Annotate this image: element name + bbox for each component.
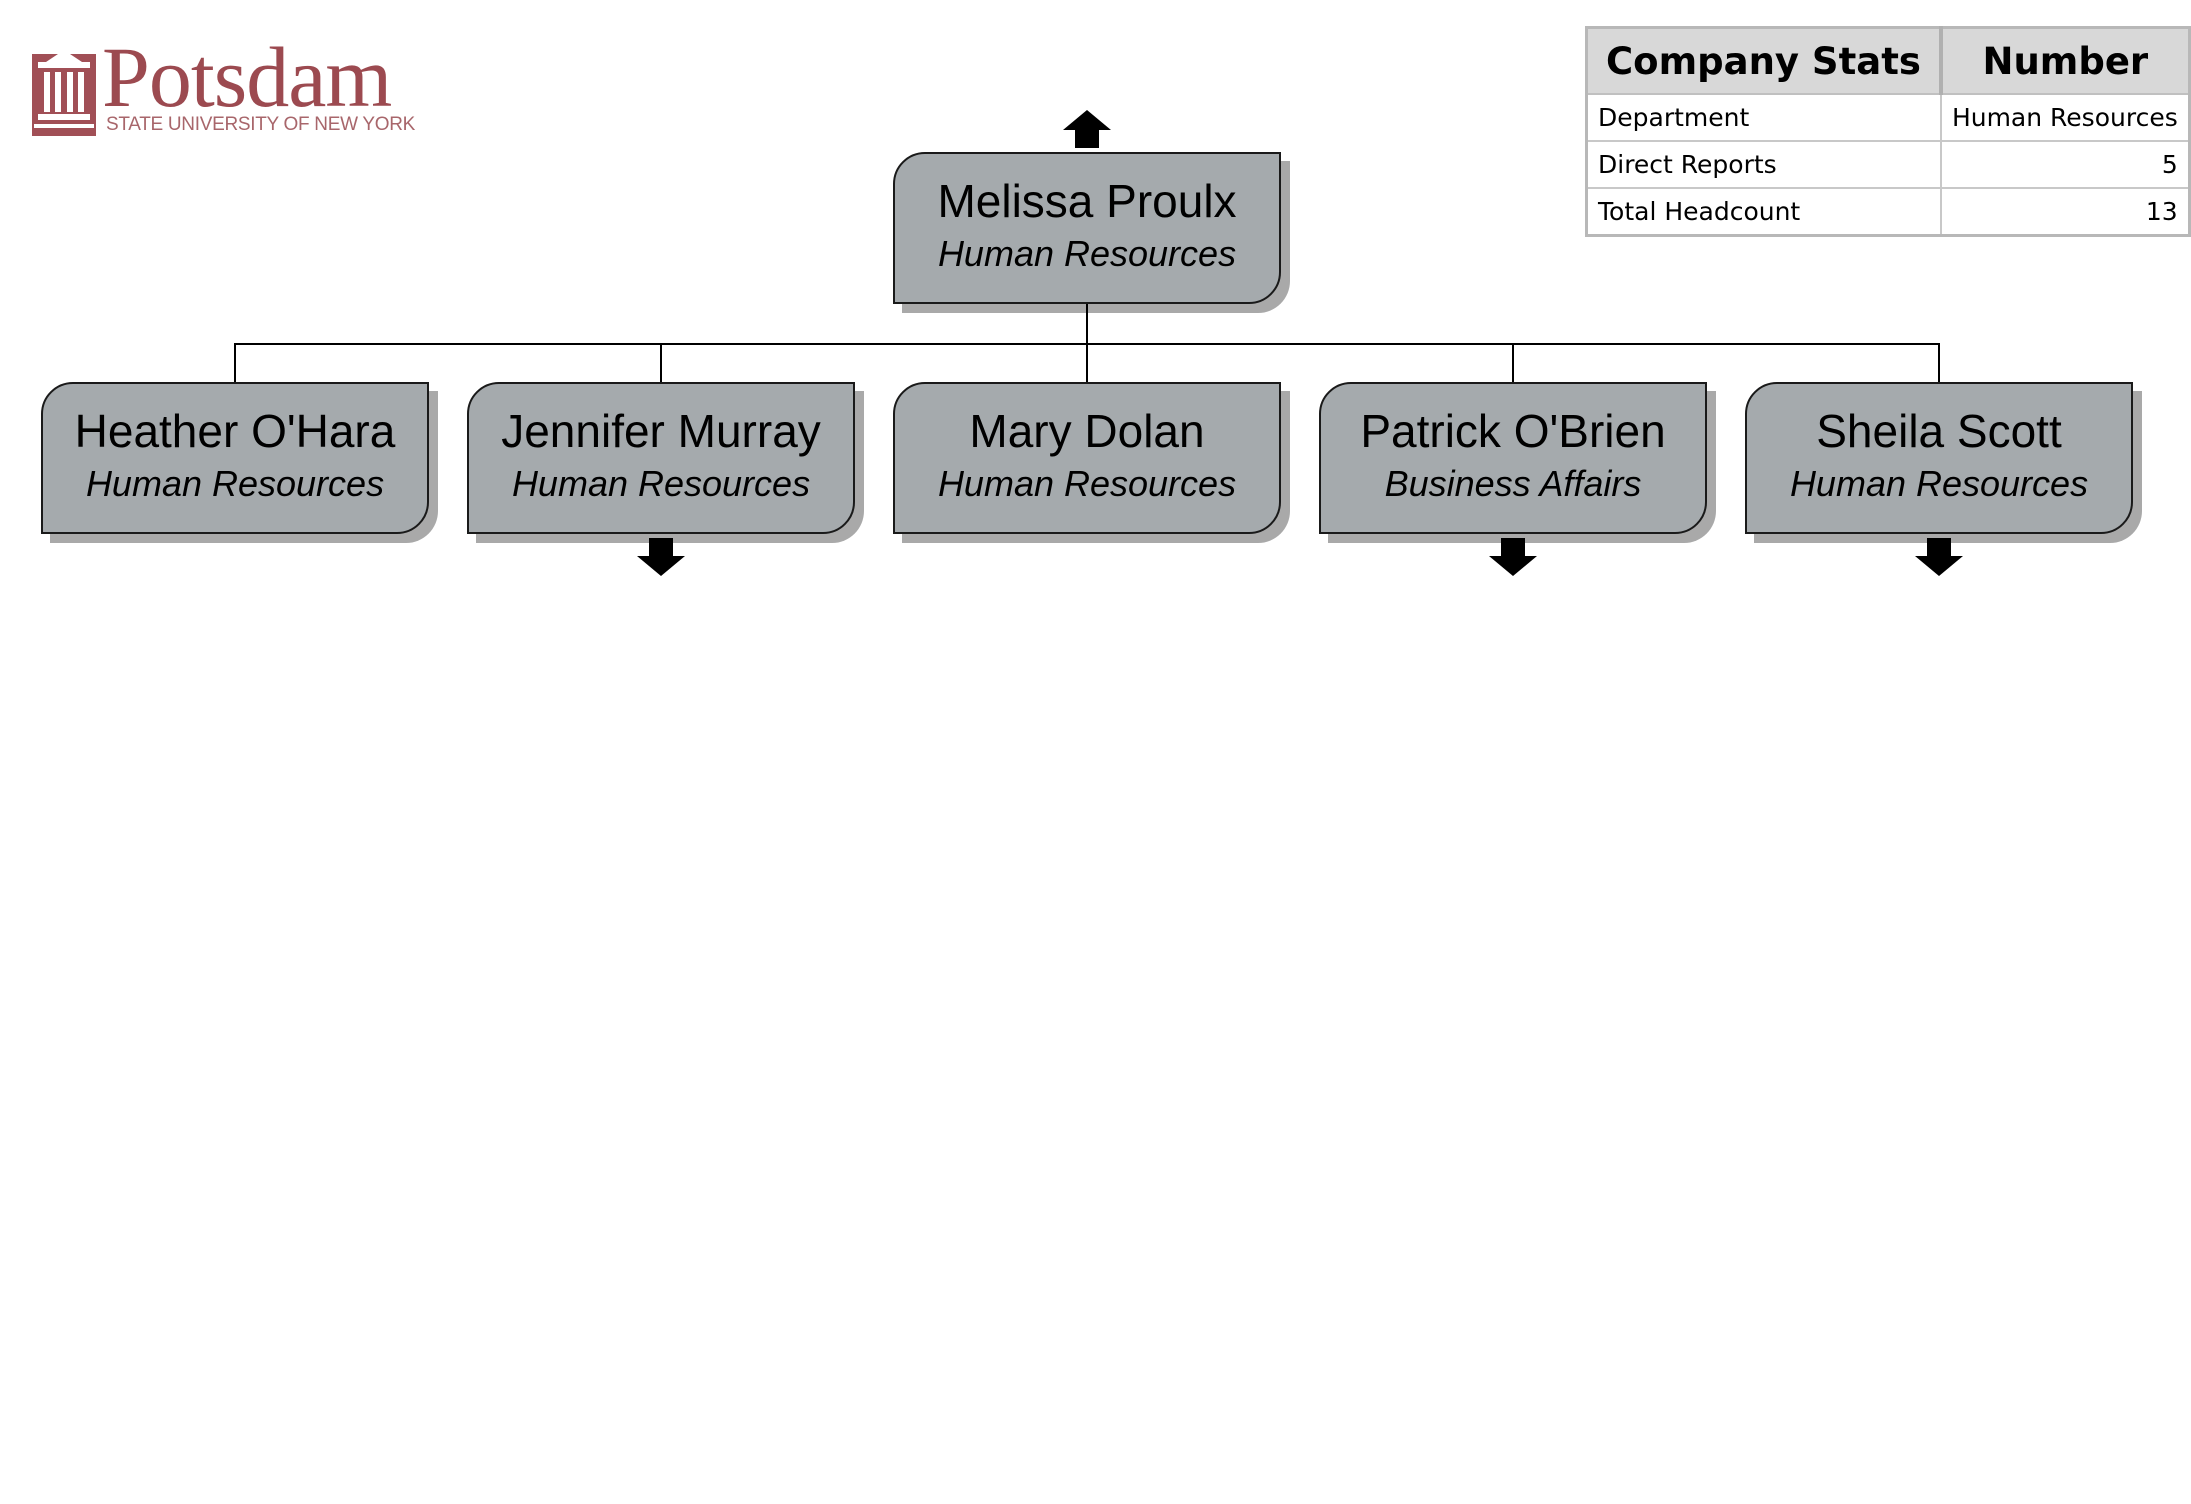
expand-down-arrow-icon[interactable] (1489, 538, 1537, 576)
logo-subtitle: STATE UNIVERSITY OF NEW YORK (106, 114, 416, 135)
table-row: Total Headcount 13 (1585, 187, 2191, 237)
stats-label-department: Department (1585, 93, 1942, 142)
stats-value-department: Human Resources (1939, 93, 2191, 142)
stats-label-direct-reports: Direct Reports (1585, 140, 1942, 189)
node-name: Melissa Proulx (937, 175, 1237, 227)
org-node-root[interactable]: Melissa Proulx Human Resources (893, 152, 1281, 304)
stats-value-direct-reports: 5 (1939, 140, 2191, 189)
connector-child-1 (234, 343, 236, 383)
stats-label-total-headcount: Total Headcount (1585, 187, 1942, 237)
stats-value-total-headcount: 13 (1939, 187, 2191, 237)
node-department: Business Affairs (1384, 463, 1642, 504)
node-name: Heather O'Hara (74, 405, 396, 457)
connector-child-5 (1938, 343, 1940, 383)
org-node-jennifer-murray[interactable]: Jennifer Murray Human Resources (467, 382, 855, 534)
connector-child-2 (660, 343, 662, 383)
org-node-heather-ohara[interactable]: Heather O'Hara Human Resources (41, 382, 429, 534)
node-name: Mary Dolan (969, 405, 1205, 457)
org-node-mary-dolan[interactable]: Mary Dolan Human Resources (893, 382, 1281, 534)
table-row: Direct Reports 5 (1585, 140, 2191, 189)
stats-header-label: Company Stats (1585, 26, 1943, 95)
node-department: Human Resources (511, 463, 811, 504)
expand-down-arrow-icon[interactable] (1915, 538, 1963, 576)
connector-child-3 (1086, 343, 1088, 383)
node-department: Human Resources (937, 233, 1237, 274)
org-node-sheila-scott[interactable]: Sheila Scott Human Resources (1745, 382, 2133, 534)
connector-root-down (1086, 304, 1088, 344)
connector-child-4 (1512, 343, 1514, 383)
node-name: Jennifer Murray (501, 405, 821, 457)
expand-down-arrow-icon[interactable] (637, 538, 685, 576)
node-department: Human Resources (937, 463, 1237, 504)
node-name: Sheila Scott (1816, 405, 2062, 457)
potsdam-logo: Potsdam STATE UNIVERSITY OF NEW YORK (32, 34, 415, 142)
stats-header-number: Number (1939, 26, 2191, 95)
table-row: Department Human Resources (1585, 93, 2191, 142)
logo-wordmark: Potsdam (102, 29, 392, 125)
company-stats-table: Company Stats Number Department Human Re… (1585, 26, 2191, 237)
node-name: Patrick O'Brien (1360, 405, 1666, 457)
navigate-up-arrow-icon[interactable] (1063, 110, 1111, 148)
building-icon (32, 50, 96, 136)
node-department: Human Resources (1789, 463, 2089, 504)
org-node-patrick-obrien[interactable]: Patrick O'Brien Business Affairs (1319, 382, 1707, 534)
node-department: Human Resources (85, 463, 385, 504)
